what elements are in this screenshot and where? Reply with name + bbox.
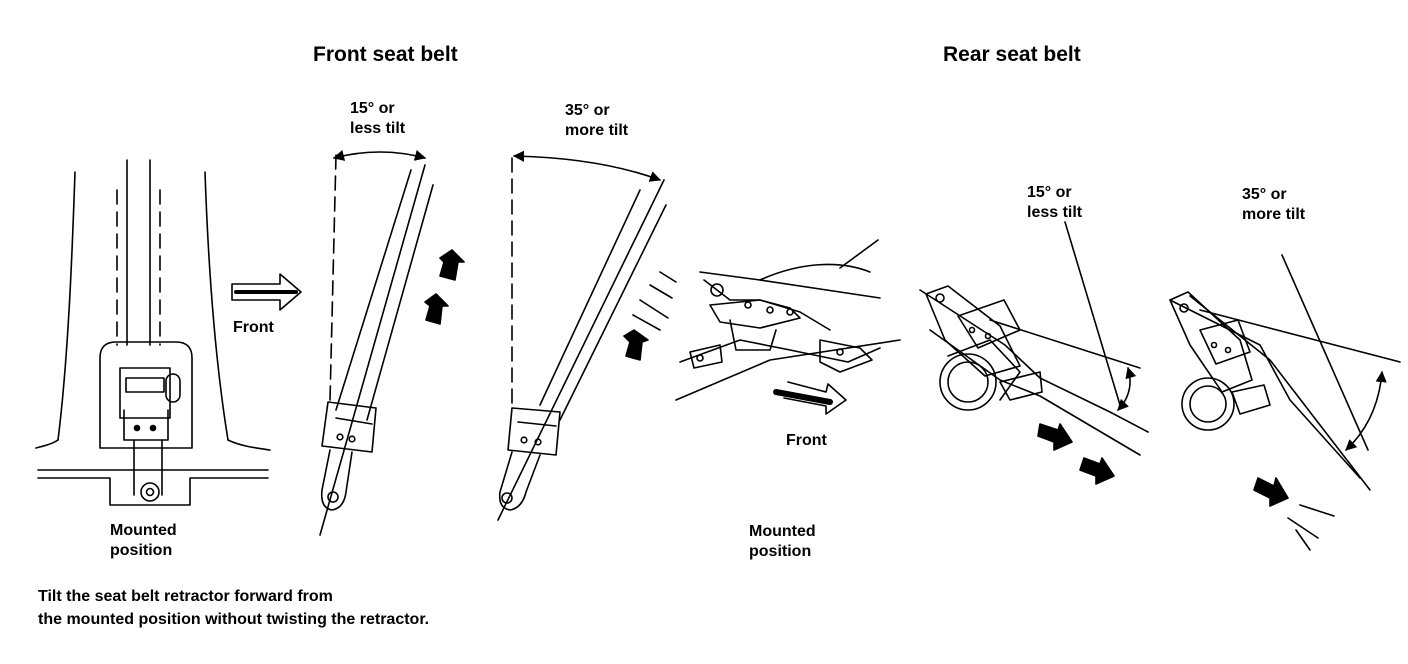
rear-tilt-35-drawing — [1169, 254, 1401, 551]
front-tilt-35-line1: 35° or — [565, 102, 610, 119]
rear-mounted-line2: position — [749, 543, 812, 560]
rear-tilt-15-line2: less tilt — [1027, 204, 1083, 221]
front-seat-belt-title: Front seat belt — [313, 43, 458, 66]
front-tilt-35-drawing — [497, 150, 677, 521]
front-mounted-position-label: Mounted position — [110, 521, 177, 561]
front-mounted-line2: position — [110, 542, 173, 559]
rear-mounted-position-label: Mounted position — [749, 522, 816, 562]
front-tilt-15-line1: 15° or — [350, 100, 395, 117]
instruction-line2: the mounted position without twisting th… — [38, 611, 430, 629]
front-mounted-line1: Mounted — [110, 522, 177, 539]
rear-seat-belt-title: Rear seat belt — [943, 43, 1081, 66]
rear-tilt-15-label: 15° or less tilt — [1027, 183, 1082, 223]
front-direction-arrow — [231, 273, 302, 311]
front-tilt-15-drawing — [319, 149, 465, 536]
rear-tilt-35-line2: more tilt — [1242, 206, 1306, 223]
front-mounted-pillar-drawing — [35, 159, 271, 506]
front-tilt-35-line2: more tilt — [565, 122, 629, 139]
front-tilt-35-label: 35° or more tilt — [565, 101, 628, 141]
instruction-line1: Tilt the seat belt retractor forward fro… — [38, 588, 333, 605]
rear-tilt-15-line1: 15° or — [1027, 184, 1072, 201]
rear-tilt-15-drawing — [919, 221, 1149, 485]
rear-tilt-35-line1: 35° or — [1242, 186, 1287, 203]
front-tilt-15-line2: less tilt — [350, 120, 406, 137]
rear-mounted-drawing — [675, 239, 901, 415]
rear-tilt-35-label: 35° or more tilt — [1242, 185, 1305, 225]
front-tilt-15-label: 15° or less tilt — [350, 99, 405, 139]
front-direction-label: Front — [233, 319, 274, 336]
instruction-note: Tilt the seat belt retractor forward fro… — [38, 585, 429, 631]
rear-mounted-line1: Mounted — [749, 523, 816, 540]
rear-direction-label: Front — [786, 432, 827, 449]
